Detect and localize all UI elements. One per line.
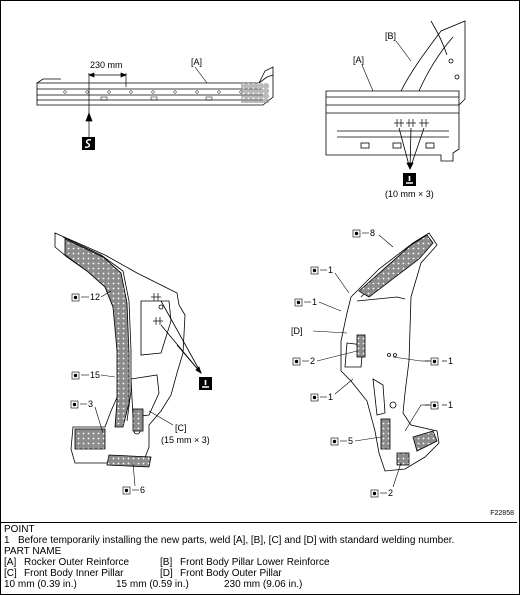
spot-weld-icon — [199, 377, 212, 390]
pillar-lower-reinforce-drawing — [325, 20, 466, 170]
weld-count-12: 12 — [90, 292, 100, 302]
figure-id: F22858 — [490, 510, 514, 517]
point-number: 1 — [4, 535, 10, 546]
weld-count-5: 5 — [348, 436, 353, 446]
part-row: [C] Front Body Inner Pillar [D] Front Body … — [4, 568, 514, 579]
weld-spec-left: (15 mm × 3) — [161, 435, 210, 445]
width-value: 10 mm (0.39 in.) — [4, 579, 77, 590]
weld-spec-right: (10 mm × 3) — [385, 189, 434, 199]
callout-a-top: [A] — [191, 57, 202, 67]
part-code: [A] — [4, 557, 17, 568]
weld-count-6: 6 — [140, 485, 145, 495]
weld-count-1-a: 1 — [328, 265, 333, 275]
weld-count-2-b: 2 — [388, 488, 393, 498]
callout-b-top: [B] — [385, 31, 396, 41]
front-body-outer-pillar-drawing — [340, 232, 440, 472]
point-item: 1 Before temporarily installing the new p… — [4, 535, 514, 546]
dimension-line — [85, 72, 127, 137]
dimension-label: 230 mm — [90, 60, 123, 70]
callout-d: [D] — [291, 326, 303, 336]
width-value: 230 mm (9.06 in.) — [224, 579, 303, 590]
front-body-inner-pillar-drawing — [54, 232, 202, 468]
width-value: 15 mm (0.59 in.) — [116, 579, 189, 590]
part-name: Rocker Outer Reinforce — [24, 557, 130, 568]
section-symbol-icon — [82, 137, 95, 150]
part-row: [A] Rocker Outer Reinforce [B] Front Body P… — [4, 557, 514, 568]
rocker-outer-reinforce-drawing — [36, 66, 274, 106]
divider — [1, 522, 517, 523]
weld-count-8: 8 — [370, 228, 375, 238]
part-name: Front Body Outer Pillar — [180, 568, 282, 579]
spot-weld-icon — [403, 173, 416, 186]
weld-count-1-b: 1 — [312, 297, 317, 307]
weld-count-15: 15 — [90, 370, 100, 380]
part-name: Front Body Inner Pillar — [24, 568, 124, 579]
part-code: [C] — [4, 568, 17, 579]
part-code: [D] — [160, 568, 173, 579]
width-row: 10 mm (0.39 in.) 15 mm (0.59 in.) 230 mm (… — [4, 579, 514, 590]
callout-a-right: [A] — [353, 55, 364, 65]
point-text: Before temporarily installing the new pa… — [18, 535, 455, 546]
callout-c: [C] — [175, 423, 187, 433]
weld-count-1-d: 1 — [328, 392, 333, 402]
weld-count-3: 3 — [88, 399, 93, 409]
weld-count-1-e: 1 — [448, 400, 453, 410]
welding-diagram: 230 mm [A] [B] [A] (10 mm × 3) — [36, 20, 466, 498]
point-heading: POINT — [4, 524, 35, 535]
part-name: Front Body Pillar Lower Reinforce — [180, 557, 330, 568]
part-name-heading: PART NAME — [4, 546, 62, 557]
part-code: [B] — [160, 557, 173, 568]
weld-count-1-c: 1 — [448, 356, 453, 366]
notes-section: POINT 1 Before temporarily installing the… — [4, 524, 514, 590]
weld-count-2-a: 2 — [310, 356, 315, 366]
